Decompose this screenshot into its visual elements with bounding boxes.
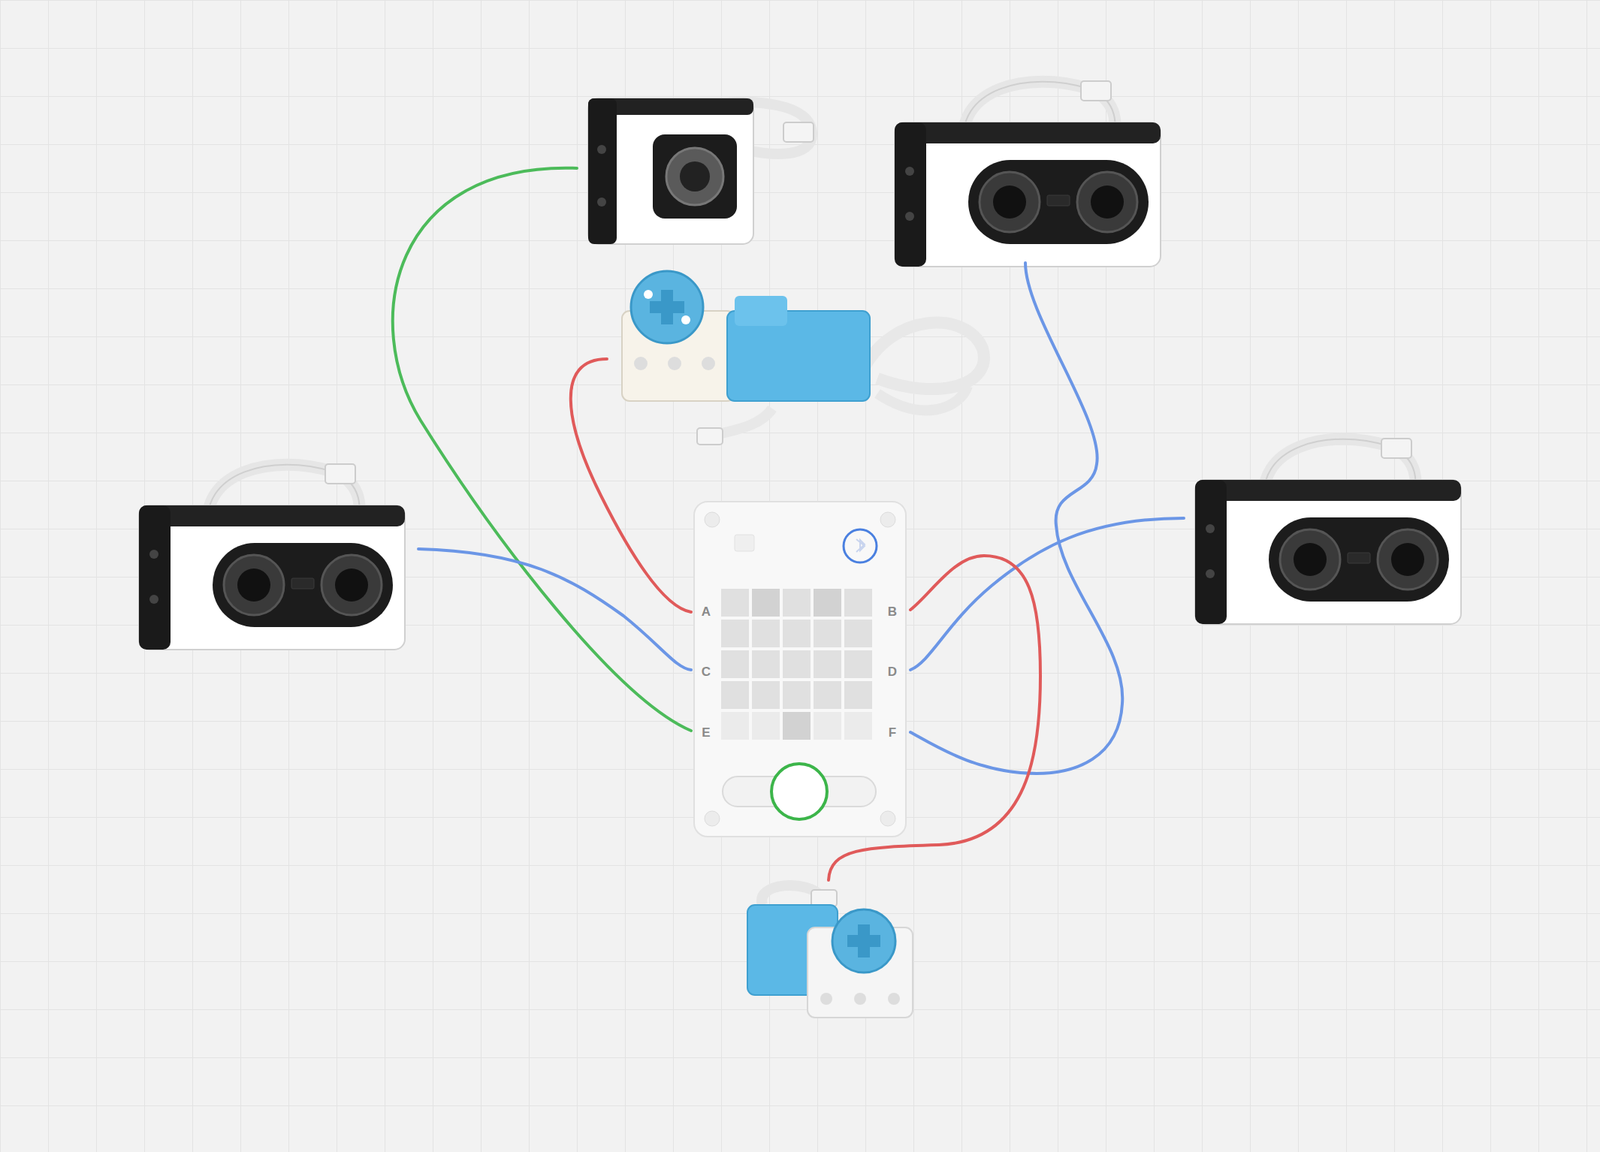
port-label: B xyxy=(887,605,897,619)
port-label: E xyxy=(701,726,710,740)
port-label: F xyxy=(888,726,897,740)
port-label: D xyxy=(887,665,897,679)
port-label: C xyxy=(701,665,711,679)
port-label: A xyxy=(701,605,711,619)
